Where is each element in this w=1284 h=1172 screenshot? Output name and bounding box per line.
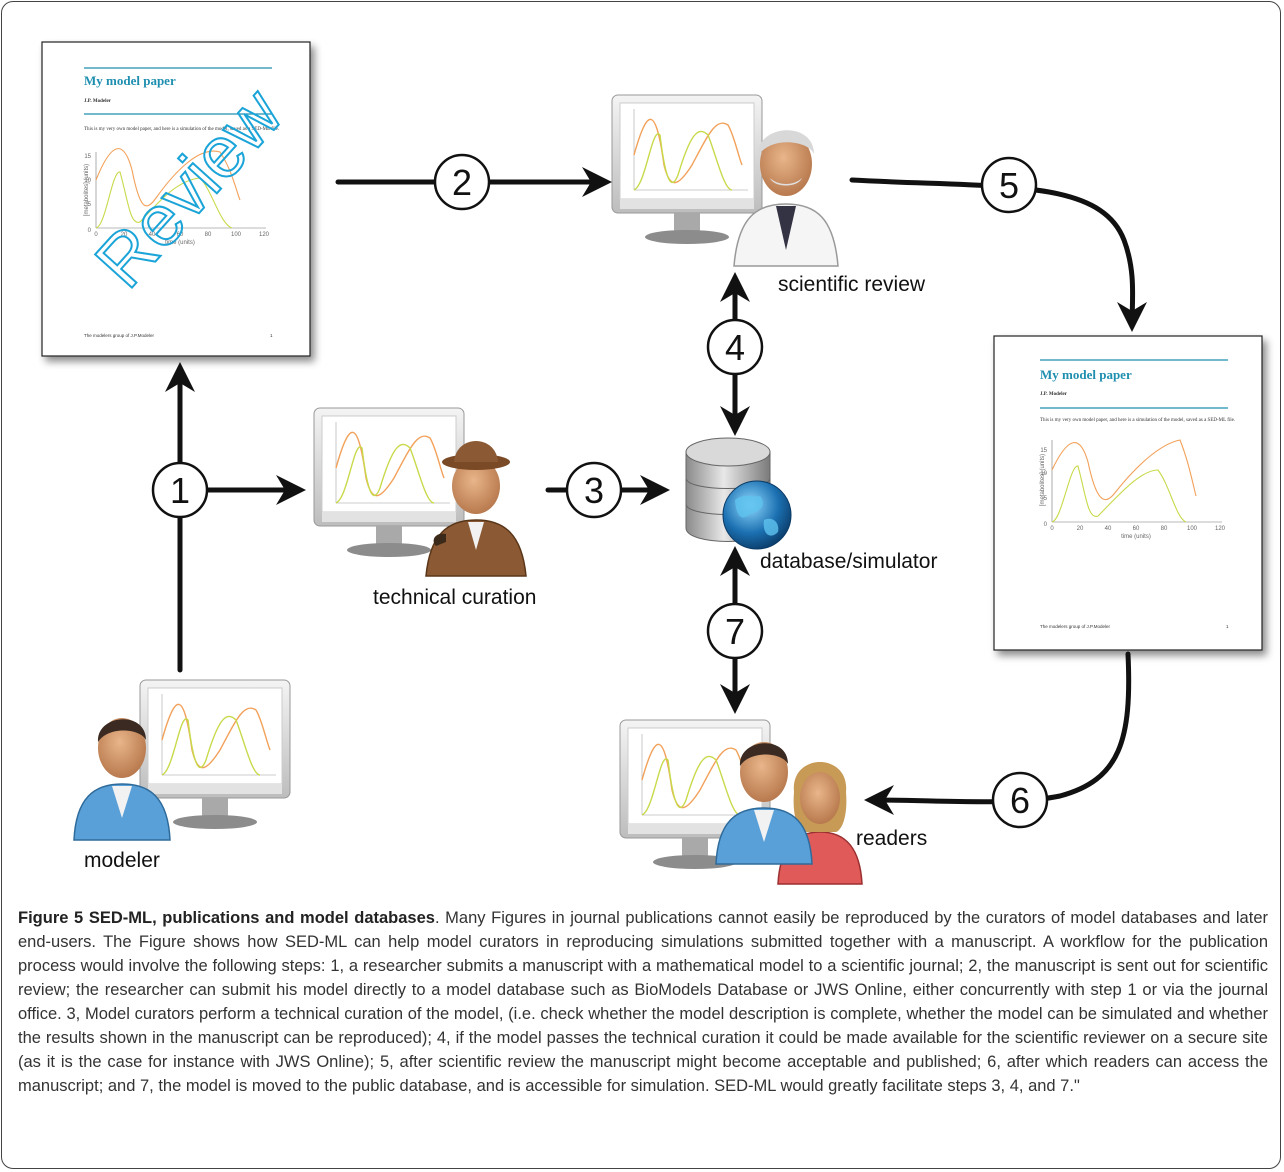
- scientific-review-node: scientific review: [611, 94, 926, 296]
- reviewer-icon: [733, 130, 839, 267]
- workflow-diagram: My model paper J.P. Modeler This is my v…: [41, 41, 1263, 885]
- x-tick: 0: [1050, 526, 1054, 532]
- x-tick: 100: [1187, 526, 1198, 532]
- label-modeler: modeler: [84, 849, 160, 872]
- manuscript-published: My model paper J.P. Modeler This is my v…: [993, 335, 1263, 651]
- step-3-marker: 3: [565, 461, 623, 519]
- y-axis-label: [metabolites] (units): [84, 164, 90, 216]
- step-6-number: 6: [1010, 780, 1030, 821]
- label-technical-curation: technical curation: [373, 586, 536, 609]
- paper-intro: This is my very own model paper, and her…: [84, 127, 279, 132]
- y-tick: 15: [84, 154, 91, 160]
- x-axis-label: time (units): [1121, 534, 1151, 540]
- paper-title: My model paper: [84, 73, 176, 88]
- modeler-node: modeler: [73, 679, 291, 872]
- caption-body: . Many Figures in journal publications c…: [18, 909, 1268, 1095]
- figure-caption: Figure 5 SED-ML, publications and model …: [18, 906, 1268, 1098]
- database-simulator-node: database/simulator: [685, 437, 937, 573]
- y-tick: 10: [84, 178, 91, 184]
- readers-node: readers: [619, 719, 927, 885]
- label-readers: readers: [856, 827, 927, 850]
- paper-author: J.P. Modeler: [1040, 392, 1068, 397]
- y-tick: 0: [1044, 522, 1048, 528]
- x-tick: 60: [1133, 526, 1140, 532]
- x-tick: 60: [177, 232, 184, 238]
- step-6-marker: 6: [991, 771, 1049, 829]
- step-1-marker: 1: [151, 461, 209, 519]
- curator-icon: [425, 441, 527, 577]
- manuscript-review: My model paper J.P. Modeler This is my v…: [41, 41, 311, 357]
- paper-page: 1: [1226, 624, 1229, 629]
- x-tick: 120: [1215, 526, 1226, 532]
- paper-author: J.P. Modeler: [84, 99, 112, 104]
- paper-plot: 0 5 10 15 0 20 40 60 80 100 120 time (un…: [84, 148, 270, 246]
- y-tick: 0: [88, 228, 92, 234]
- y-tick: 5: [1044, 496, 1048, 502]
- x-tick: 100: [231, 232, 242, 238]
- x-tick: 20: [121, 232, 128, 238]
- y-tick: 5: [88, 202, 92, 208]
- label-database-simulator: database/simulator: [760, 550, 937, 573]
- x-tick: 120: [259, 232, 270, 238]
- x-axis-label: time (units): [165, 240, 195, 246]
- step-7-number: 7: [725, 611, 745, 652]
- step-2-marker: 2: [433, 153, 491, 211]
- x-tick: 20: [1077, 526, 1084, 532]
- x-tick: 40: [1105, 526, 1112, 532]
- step-7-marker: 7: [706, 602, 764, 660]
- paper-footer: The modelers group of J.P.Modeler: [1040, 624, 1110, 629]
- paper-plot: 0 5 10 15 0 20 40 60 80 100 120 time (un…: [1040, 439, 1226, 540]
- step-4-marker: 4: [706, 318, 764, 376]
- y-tick: 15: [1040, 448, 1047, 454]
- paper-page: 1: [270, 333, 273, 338]
- x-tick: 40: [149, 232, 156, 238]
- x-tick: 80: [1161, 526, 1168, 532]
- globe-icon: [722, 480, 792, 550]
- step-3-number: 3: [584, 470, 604, 511]
- step-markers: 1 2 3 4 5 6 7: [151, 153, 1049, 829]
- arrow-6: [864, 651, 1132, 816]
- step-1-number: 1: [170, 470, 190, 511]
- x-tick: 80: [205, 232, 212, 238]
- x-tick: 0: [94, 232, 98, 238]
- y-tick: 10: [1040, 471, 1047, 477]
- caption-title: Figure 5 SED-ML, publications and model …: [18, 909, 435, 927]
- step-2-number: 2: [452, 162, 472, 203]
- technical-curation-node: technical curation: [313, 407, 536, 609]
- step-4-number: 4: [725, 327, 745, 368]
- step-5-number: 5: [999, 165, 1019, 206]
- step-5-marker: 5: [980, 156, 1038, 214]
- arrow-5: [849, 177, 1148, 332]
- y-axis-label: [metabolites] (units): [1040, 454, 1046, 506]
- label-scientific-review: scientific review: [778, 273, 926, 296]
- paper-intro: This is my very own model paper, and her…: [1040, 418, 1235, 423]
- paper-footer: The modelers group of J.P.Modeler: [84, 333, 154, 338]
- paper-title: My model paper: [1040, 367, 1132, 382]
